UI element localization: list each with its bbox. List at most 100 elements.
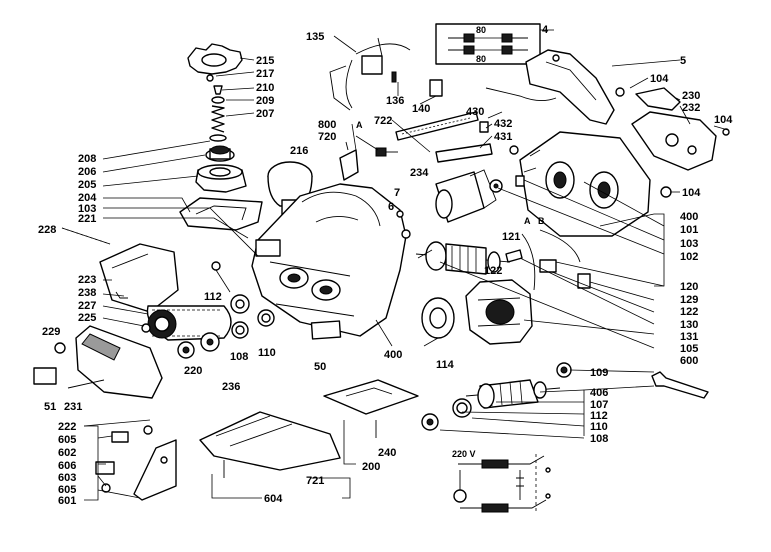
label-50 bbox=[310, 320, 342, 340]
label-112-left: 112 bbox=[204, 291, 222, 303]
label-120: 120 bbox=[680, 281, 698, 293]
label-80-top: 80 bbox=[476, 25, 486, 35]
label-217: 217 bbox=[256, 68, 274, 80]
marker-A-mid: A bbox=[524, 216, 531, 226]
lever-230 bbox=[635, 87, 681, 111]
bearing-112 bbox=[230, 294, 250, 314]
handle-5 bbox=[525, 49, 615, 125]
screw-104-c bbox=[722, 128, 730, 136]
screw-231 bbox=[67, 379, 105, 389]
label-130: 130 bbox=[680, 319, 698, 331]
label-7: 7 bbox=[394, 187, 400, 199]
main-housing bbox=[251, 183, 407, 337]
depth-knob bbox=[187, 43, 243, 75]
label-129: 129 bbox=[680, 294, 698, 306]
label-606: 606 bbox=[58, 460, 76, 472]
label-122-mid: 122 bbox=[484, 265, 502, 277]
pulley-236 bbox=[177, 341, 195, 359]
pulley-227 bbox=[147, 309, 177, 339]
bearing-108-rotor bbox=[421, 413, 439, 431]
bearing-108 bbox=[231, 321, 249, 339]
brush-plate-430 bbox=[395, 111, 479, 141]
label-400-right: 400 bbox=[680, 211, 698, 223]
label-431: 431 bbox=[494, 131, 512, 143]
label-220: 220 bbox=[184, 365, 202, 377]
label-600: 600 bbox=[680, 355, 698, 367]
rotor-406 bbox=[465, 379, 561, 409]
label-432: 432 bbox=[494, 118, 512, 130]
label-227: 227 bbox=[78, 300, 96, 312]
screw-104-b bbox=[615, 87, 625, 97]
label-232: 232 bbox=[682, 102, 700, 114]
label-108-left: 108 bbox=[230, 351, 248, 363]
label-104-mid: 104 bbox=[682, 187, 701, 199]
label-207: 207 bbox=[256, 108, 274, 120]
label-223: 223 bbox=[78, 274, 96, 286]
cable-135 bbox=[329, 37, 411, 111]
field-coil-234 bbox=[435, 169, 497, 223]
label-136: 136 bbox=[386, 95, 404, 107]
fence-721 bbox=[199, 411, 341, 471]
label-51: 51 bbox=[44, 401, 56, 413]
label-602: 602 bbox=[58, 447, 76, 459]
depth-adjust-205 bbox=[195, 164, 247, 193]
label-110-right: 110 bbox=[590, 421, 608, 433]
label-230: 230 bbox=[682, 90, 700, 102]
label-4: 4 bbox=[542, 24, 549, 36]
label-105: 105 bbox=[680, 343, 698, 355]
label-103-left: 103 bbox=[78, 203, 96, 215]
label-605-bottom: 605 bbox=[58, 484, 76, 496]
part-labels: 135 4 80 80 215 217 210 209 207 5 104 23… bbox=[38, 24, 733, 507]
label-114: 114 bbox=[436, 359, 455, 371]
label-51 bbox=[33, 367, 57, 385]
label-50: 50 bbox=[314, 361, 326, 373]
washer-112 bbox=[211, 261, 221, 271]
screw-229 bbox=[54, 342, 66, 354]
cap-129 bbox=[577, 273, 591, 289]
label-102: 102 bbox=[680, 251, 698, 263]
label-112-right: 112 bbox=[590, 410, 608, 422]
label-221: 221 bbox=[78, 213, 96, 225]
label-208: 208 bbox=[78, 153, 96, 165]
washer-605-b bbox=[101, 483, 111, 493]
part-602 bbox=[111, 431, 129, 443]
label-604: 604 bbox=[264, 493, 283, 505]
brush-431 bbox=[435, 143, 493, 163]
screw-104-d bbox=[660, 186, 672, 198]
label-231: 231 bbox=[64, 401, 82, 413]
part-606 bbox=[95, 461, 115, 475]
label-225: 225 bbox=[78, 312, 96, 324]
brush-holder-130 bbox=[539, 259, 557, 273]
bearing-109 bbox=[556, 362, 572, 378]
label-406: 406 bbox=[590, 387, 608, 399]
washer-605-a bbox=[143, 425, 153, 435]
label-80-bottom: 80 bbox=[476, 54, 486, 64]
label-204: 204 bbox=[78, 192, 97, 204]
label-234: 234 bbox=[410, 167, 429, 179]
label-605-top: 605 bbox=[58, 434, 76, 446]
label-400-mid: 400 bbox=[384, 349, 402, 361]
label-209: 209 bbox=[256, 95, 274, 107]
label-430: 430 bbox=[466, 106, 484, 118]
nut-225 bbox=[141, 323, 151, 333]
label-722: 722 bbox=[374, 115, 392, 127]
label-205: 205 bbox=[78, 179, 96, 191]
spring-207 bbox=[211, 105, 225, 133]
screw-104-a bbox=[509, 145, 519, 155]
label-800: 800 bbox=[318, 119, 336, 131]
pin-720 bbox=[375, 147, 387, 157]
terminal-140 bbox=[429, 79, 443, 97]
fan-114 bbox=[421, 297, 455, 339]
label-200: 200 bbox=[362, 461, 380, 473]
bearing-110 bbox=[257, 309, 275, 327]
pulley-220 bbox=[200, 332, 220, 352]
screw-136 bbox=[391, 71, 397, 83]
wrench-600 bbox=[651, 371, 709, 399]
belt-cover-223 bbox=[99, 243, 179, 313]
label-215: 215 bbox=[256, 55, 274, 67]
label-210: 210 bbox=[256, 82, 274, 94]
nut-206 bbox=[205, 145, 235, 162]
cable-5 bbox=[485, 87, 557, 101]
switch-4 bbox=[435, 23, 541, 65]
